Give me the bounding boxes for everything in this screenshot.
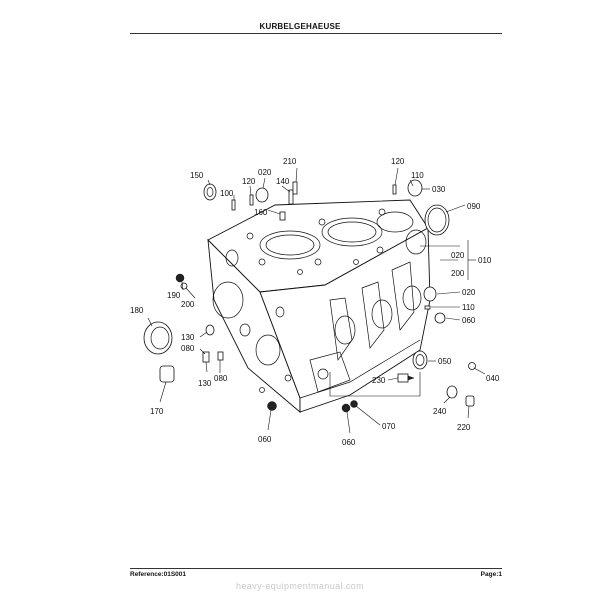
page-title: KURBELGEHAEUSE: [259, 22, 341, 31]
callout-200: 200: [181, 300, 195, 309]
page-number: Page:1: [480, 571, 502, 578]
callout-060: 060: [342, 438, 356, 447]
leader-lines: [147, 167, 486, 434]
callout-210: 210: [283, 157, 297, 166]
callout-090: 090: [467, 202, 481, 211]
callout-160: 160: [254, 208, 268, 217]
callout-120: 120: [242, 177, 256, 186]
callout-070: 070: [382, 422, 396, 431]
callout-240: 240: [433, 407, 447, 416]
callout-060: 060: [462, 316, 476, 325]
callout-030: 030: [432, 185, 446, 194]
callout-020: 020: [258, 168, 272, 177]
callout-040: 040: [486, 374, 500, 383]
callout-050: 050: [438, 357, 452, 366]
callout-110: 110: [462, 303, 475, 312]
callout-100: 100: [220, 189, 234, 198]
loose-parts-drawing: [143, 179, 476, 413]
callout-080: 080: [181, 344, 195, 353]
header-rule: [130, 33, 502, 34]
callout-200: 200: [451, 269, 465, 278]
callout-170: 170: [150, 407, 164, 416]
callout-190: 190: [167, 291, 181, 300]
callout-220: 220: [457, 423, 471, 432]
callout-140: 140: [276, 177, 290, 186]
callout-010: 010: [478, 256, 492, 265]
crankcase-block-drawing: [207, 199, 431, 413]
watermark: heavy-equipmentmanual.com: [235, 581, 365, 591]
callout-060: 060: [258, 435, 272, 444]
callout-120: 120: [391, 157, 405, 166]
callout-130: 130: [198, 379, 212, 388]
callout-180: 180: [130, 306, 144, 315]
callout-020: 020: [462, 288, 476, 297]
callout-150: 150: [190, 171, 204, 180]
footer-rule: [130, 568, 502, 569]
reference-label: Reference:01S001: [130, 571, 187, 578]
callout-080: 080: [214, 374, 228, 383]
callout-020: 020: [451, 251, 465, 260]
callout-130: 130: [181, 333, 195, 342]
callout-230: 230: [372, 376, 386, 385]
callout-110: 110: [411, 171, 424, 180]
part-callouts: 210 120 110 150 020 120 140 030 100 160 …: [130, 157, 500, 447]
